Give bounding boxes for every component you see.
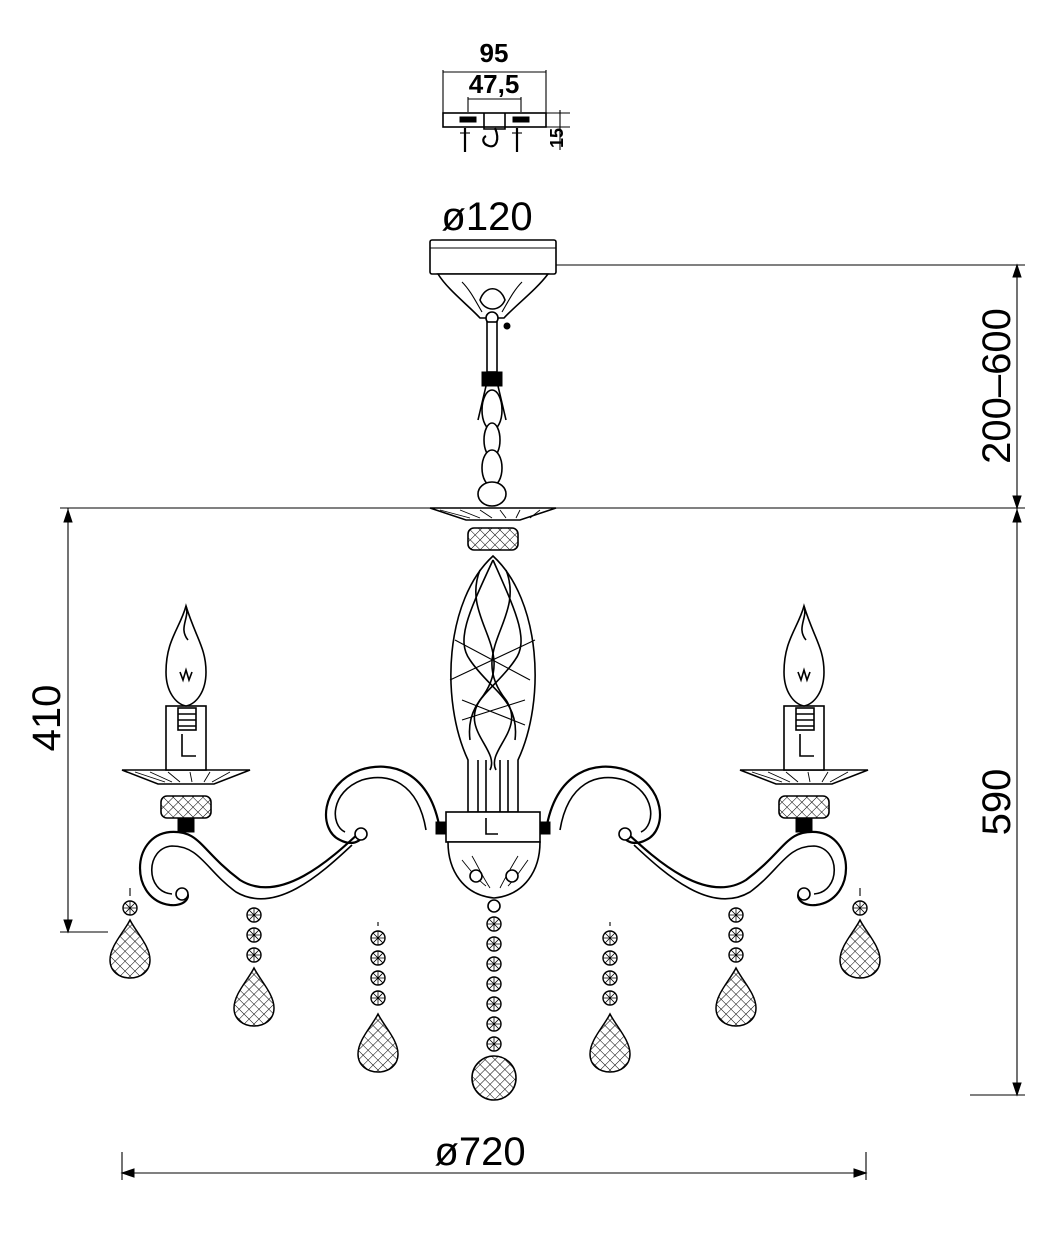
- bracket-width-label: 95: [480, 38, 509, 68]
- central-column: [429, 507, 557, 913]
- left-arm: [139, 765, 442, 907]
- ceiling-canopy: [429, 239, 557, 330]
- body-height-label: 410: [25, 685, 69, 752]
- suspension-chain: [477, 321, 507, 507]
- chain-length-label: 200–600: [975, 308, 1019, 464]
- right-candle-cup: [739, 705, 869, 833]
- right-bulb-icon: [783, 603, 825, 707]
- mounting-bracket: [442, 70, 570, 152]
- overall-diameter-label: ø720: [434, 1130, 525, 1174]
- canopy-diameter-label: ø120: [441, 195, 532, 239]
- dimension-lines: [60, 263, 1025, 1180]
- left-candle-cup: [121, 705, 251, 833]
- bracket-height-label: 15: [547, 128, 567, 148]
- bracket-hole-spacing-label: 47,5: [469, 69, 520, 99]
- left-bulb-icon: [165, 603, 207, 707]
- total-height-label: 590: [975, 769, 1019, 836]
- crystal-pendants: [109, 888, 881, 1101]
- right-arm: [544, 765, 847, 907]
